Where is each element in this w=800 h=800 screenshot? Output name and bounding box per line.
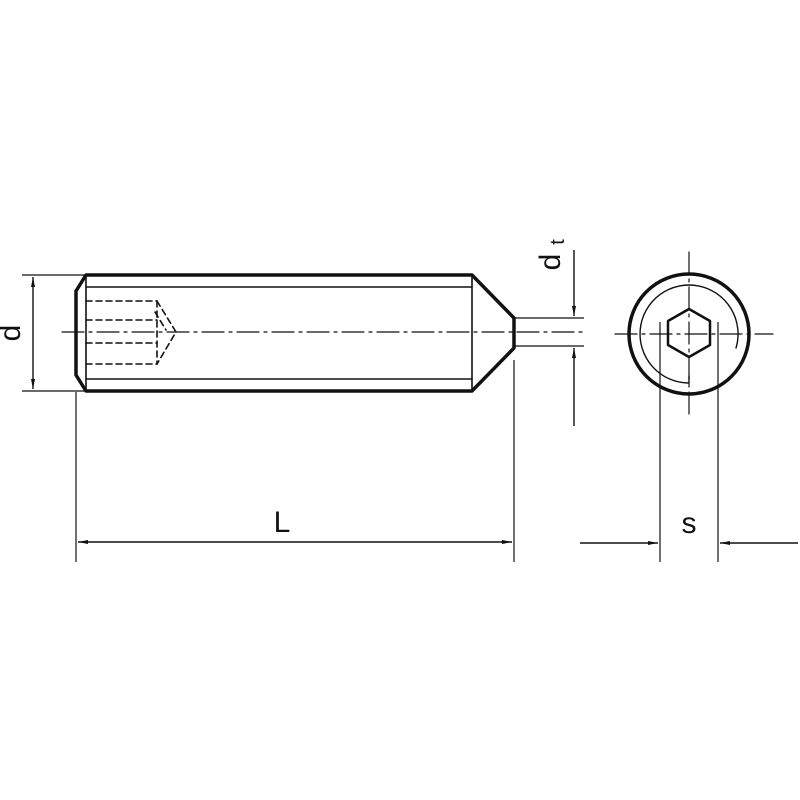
dimension-l	[75, 360, 515, 562]
dimension-s	[580, 322, 798, 562]
end-view	[614, 251, 774, 416]
label-d: d	[0, 325, 27, 342]
hidden-hex-socket	[85, 300, 177, 365]
end-thread-arc	[639, 284, 739, 384]
label-dt-subscript: t	[547, 239, 569, 245]
label-s: s	[682, 507, 697, 540]
dimension-dt	[514, 250, 584, 426]
label-l: L	[274, 506, 291, 539]
side-view	[61, 273, 587, 393]
label-dt: d	[534, 254, 567, 271]
screw-body-outline	[74, 273, 516, 393]
dimension-d	[22, 274, 86, 392]
